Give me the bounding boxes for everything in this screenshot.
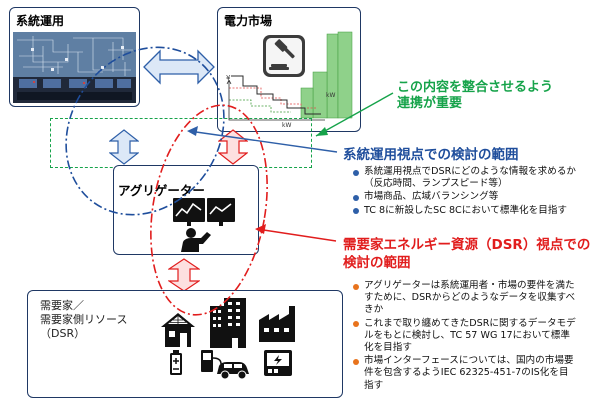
power-market-title: 電力市場 (224, 14, 273, 28)
aggregator-title: アグリゲーター (118, 183, 205, 198)
alignment-note-line-2: 連携が重要 (397, 96, 463, 111)
battery-icon (170, 350, 182, 375)
dsr-scope-bullet: アグリゲーターは系統運用者・市場の要件を満たすために、DSRからどのようなデータ… (352, 280, 578, 317)
dsr-scope-title-line-2: 検討の範囲 (343, 255, 411, 271)
solar-panel-house-icon (161, 313, 195, 347)
alignment-note-line-1: この内容を整合させるよう (397, 80, 554, 95)
market-supply-demand-chart (226, 31, 353, 121)
dsr-scope-title: 需要家エネルギー資源（DSR）視点での 検討の範囲 (343, 236, 590, 272)
consumer-dsr-label: 需要家／ 需要家側リソース （DSR） (40, 299, 127, 341)
grid-scope-bullet: 系統運用視点でDSRにどのような情報を求めるか（反応時間、ランプスピード等） (352, 166, 592, 190)
market-chart-kw-label-2: kW (282, 122, 292, 129)
dsr-scope-ellipse (150, 104, 268, 316)
consumer-label-line-3: （DSR） (40, 327, 86, 340)
auction-gavel-icon (263, 35, 305, 77)
market-chart-kw-label: kW (326, 92, 336, 99)
green-pointer-arrow (315, 92, 394, 137)
grid-scope-bullet: 市場商品、広域バランシング等 (352, 191, 592, 203)
consumer-label-line-1: 需要家／ (40, 299, 84, 312)
factory-icon (259, 306, 295, 342)
control-room-photo (13, 32, 136, 103)
dsr-scope-bullet: 市場インターフェースについては、国内の市場要件を包含するようIEC 62325-… (352, 355, 578, 392)
grid-scope-title: 系統運用視点での検討の範囲 (343, 147, 519, 163)
grid-aggregator-link-arrow (109, 129, 139, 165)
blue-pointer-arrow (188, 130, 338, 153)
electric-vehicle-icon (201, 350, 249, 380)
market-chart-price-label: ¥ (226, 74, 231, 82)
dsr-scope-bullet: これまで取り纏めてきたDSRに関するデータモデルをもとに検討し、TC 57 WG… (352, 318, 578, 355)
grid-scope-bullet: TC 8に新設したSC 8Cにおいて標準化を目指す (352, 205, 592, 217)
grid-operation-title: 系統運用 (16, 14, 65, 28)
grid-scope-bullets: 系統運用視点でDSRにどのような情報を求めるか（反応時間、ランプスピード等） 市… (352, 166, 592, 218)
dsr-scope-title-line-1: 需要家エネルギー資源（DSR）視点での (343, 237, 591, 253)
apartment-building-icon (210, 298, 246, 348)
power-storage-icon (264, 350, 292, 376)
consumer-label-line-2: 需要家側リソース (40, 313, 128, 326)
operator-at-screens-icon (173, 198, 235, 252)
red-pointer-arrow (256, 228, 337, 242)
alignment-note: この内容を整合させるよう 連携が重要 (397, 80, 553, 112)
grid-market-link-arrow (143, 49, 215, 85)
dsr-scope-bullets: アグリゲーターは系統運用者・市場の要件を満たすために、DSRからどのようなデータ… (352, 280, 578, 393)
grid-operation-scope-ellipse (65, 46, 225, 216)
